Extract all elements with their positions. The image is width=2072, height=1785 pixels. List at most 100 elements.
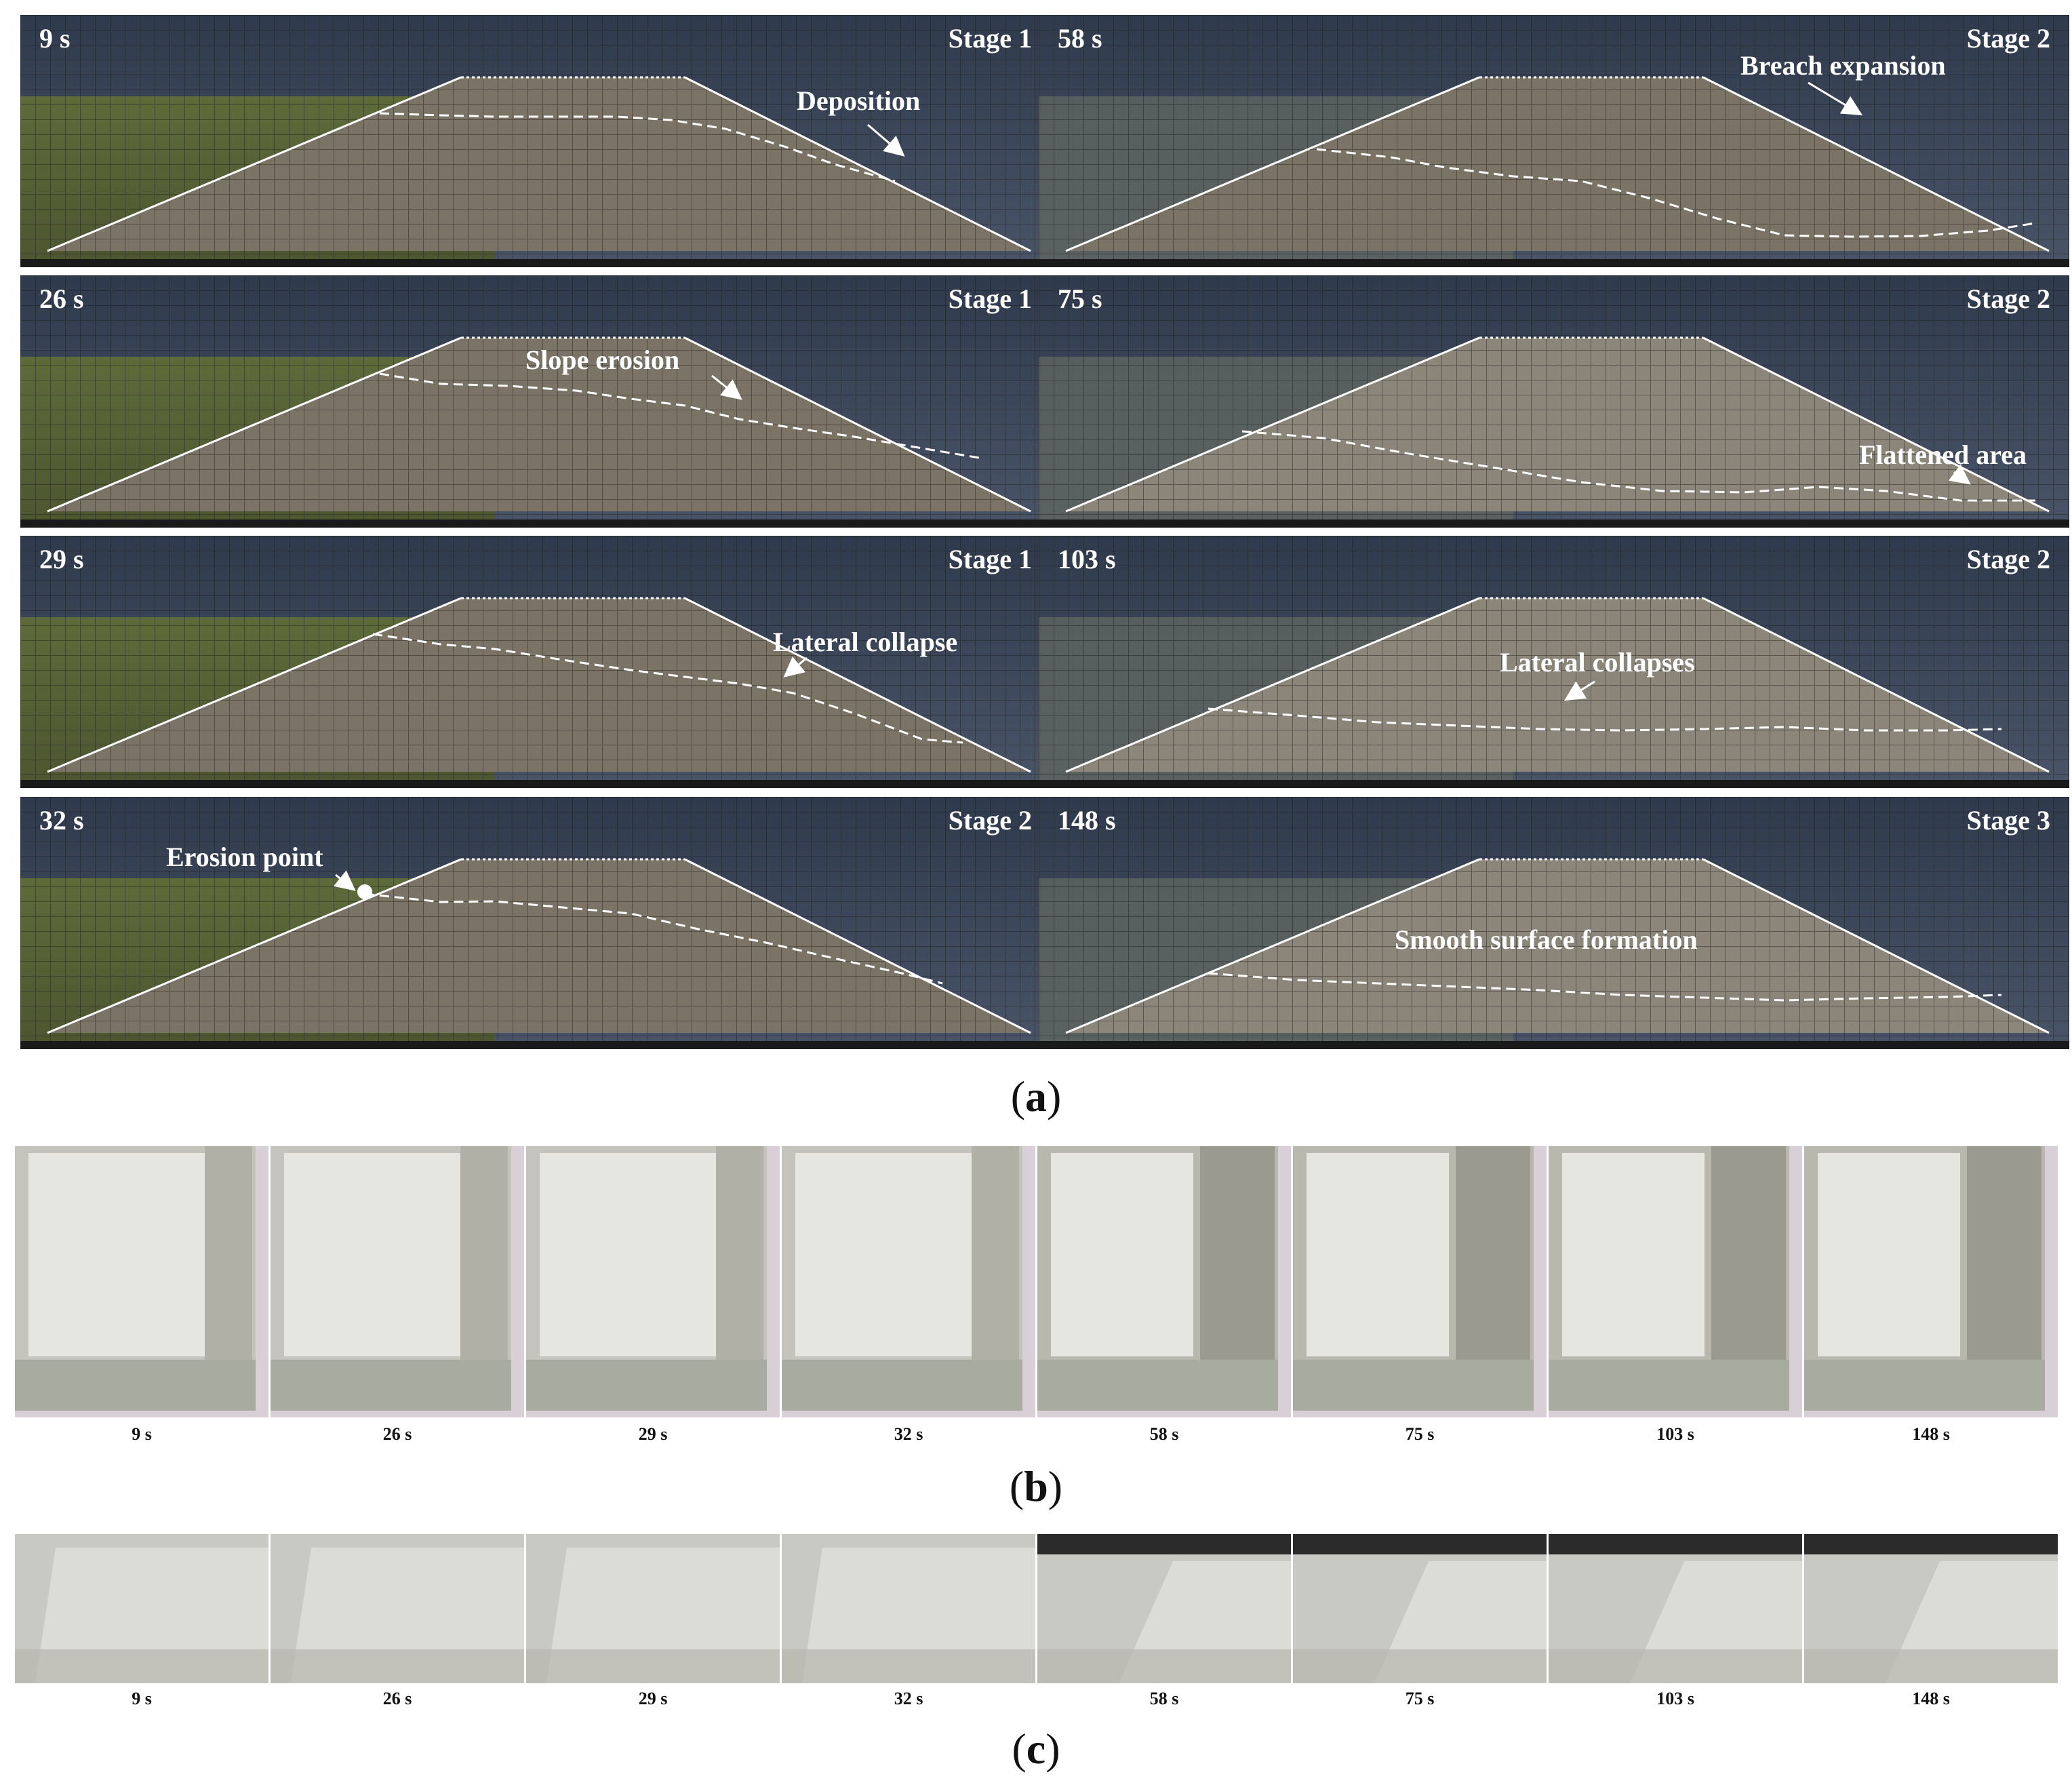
upstream-slope-line (1065, 858, 1480, 1034)
photo-b-time-label: 58 s (1149, 1424, 1179, 1444)
photo-c-water (1037, 1649, 1291, 1683)
photo-b-image (526, 1146, 780, 1417)
annotation-arrow (1563, 680, 1595, 701)
grid-overlay (1039, 275, 2069, 528)
annotation-arrow (1948, 464, 1971, 485)
photo-b-ruler-bottom (782, 1411, 1035, 1417)
downstream-slope-line (1702, 858, 2050, 1034)
photo-c-dark-band (1037, 1534, 1291, 1554)
photo-b-ruler-bottom (15, 1411, 268, 1417)
erosion-profile-line (379, 112, 896, 182)
annotation-arrow (333, 870, 356, 891)
grid-overlay (1039, 797, 2069, 1049)
frame-a-0: 9 s Stage 1 Deposition (20, 15, 1051, 267)
grid-overlay (20, 536, 1051, 788)
time-label: 103 s (1058, 544, 1116, 574)
photo-b-ruler-bottom (1293, 1411, 1547, 1417)
photo-b-water (526, 1360, 780, 1417)
photo-c-time-label: 26 s (382, 1689, 412, 1708)
photo-b-ruler-bottom (526, 1411, 780, 1417)
stage-label: Stage 3 (1967, 805, 2050, 836)
photo-b-ruler (2045, 1146, 2058, 1417)
time-label: 9 s (39, 23, 71, 54)
upstream-slope-line (1065, 597, 1480, 773)
annotation-arrow (1808, 81, 1863, 116)
photo-b-7 (1804, 1146, 2058, 1417)
upstream-slope-line (47, 858, 462, 1034)
photo-b-1 (271, 1146, 524, 1417)
stage-label: Stage 2 (1967, 283, 2050, 314)
frame-a-3: 75 s Stage 2 Flattened area (1039, 275, 2069, 528)
photo-b-0 (15, 1146, 268, 1417)
photo-b-time-label: 103 s (1656, 1424, 1694, 1444)
photo-c-time-label: 32 s (894, 1689, 923, 1708)
erosion-profile-line (379, 372, 984, 460)
photo-b-water (15, 1360, 268, 1417)
photo-b-dam-crest (1051, 1153, 1193, 1356)
photo-c-water (1549, 1649, 1802, 1683)
erosion-point-marker (357, 884, 372, 899)
annotation-label: Flattened area (1859, 439, 2027, 470)
time-label: 75 s (1058, 283, 1102, 314)
downstream-slope-line (1702, 336, 2050, 513)
photo-c-image (271, 1534, 524, 1683)
upstream-slope-line (47, 336, 462, 513)
photo-b-ruler-bottom (271, 1411, 524, 1417)
photo-c-image (1804, 1534, 2058, 1683)
photo-c-time-label: 9 s (132, 1689, 152, 1708)
photo-c-image (1293, 1534, 1547, 1683)
downstream-slope-line (684, 76, 1031, 252)
photo-c-dark-band (1293, 1534, 1547, 1554)
time-label: 148 s (1058, 805, 1116, 836)
photo-b-water (1293, 1360, 1547, 1417)
photo-b-time-label: 32 s (894, 1424, 923, 1444)
photo-c-time-label: 148 s (1912, 1689, 1950, 1708)
downstream-slope-line (684, 597, 1031, 773)
annotation-label: Slope erosion (525, 345, 679, 375)
photo-c-water (1293, 1649, 1547, 1683)
photo-c-water (271, 1649, 524, 1683)
annotation-arrow (711, 374, 742, 400)
stage-label: Stage 1 (949, 23, 1032, 54)
erosion-profile-line (1241, 430, 2035, 502)
photo-b-image (1037, 1146, 1291, 1417)
caption-b: (b) (1009, 1462, 1063, 1510)
photo-b-ruler (1022, 1146, 1035, 1417)
erosion-profile-line (364, 892, 943, 985)
upstream-slope-line (47, 76, 462, 252)
downstream-slope-line (684, 858, 1031, 1034)
frame-base (20, 519, 1051, 528)
annotation-label: Deposition (797, 85, 920, 116)
stage-label: Stage 2 (1967, 23, 2050, 54)
photo-b-dam-crest (795, 1153, 972, 1356)
photo-c-dark-band (1804, 1534, 2058, 1554)
photo-c-image (1549, 1534, 1802, 1683)
grid-overlay (1039, 536, 2069, 788)
photo-b-image (1549, 1146, 1802, 1417)
photo-b-image (1804, 1146, 2058, 1417)
photo-b-water (782, 1360, 1035, 1417)
photo-b-6 (1549, 1146, 1802, 1417)
photo-c-water (15, 1649, 268, 1683)
downstream-slope-line (1702, 597, 2050, 773)
downstream-slope-line (684, 336, 1031, 513)
caption-b-letter: b (1024, 1462, 1048, 1510)
downstream-slope-line (1702, 76, 2050, 252)
photo-b-water (1549, 1360, 1802, 1417)
photo-b-3 (782, 1146, 1035, 1417)
photo-b-time-label: 9 s (132, 1424, 152, 1444)
erosion-profile-line (372, 633, 963, 744)
photo-b-dam-crest (28, 1153, 205, 1356)
caption-a-letter: a (1025, 1072, 1047, 1120)
photo-b-ruler-bottom (1549, 1411, 1802, 1417)
time-label: 29 s (39, 544, 84, 574)
annotation-arrow (867, 123, 905, 157)
upstream-slope-line (1065, 336, 1480, 513)
caption-a: (a) (1010, 1072, 1062, 1120)
stage-label: Stage 1 (949, 544, 1032, 574)
photo-b-ruler (1278, 1146, 1291, 1417)
